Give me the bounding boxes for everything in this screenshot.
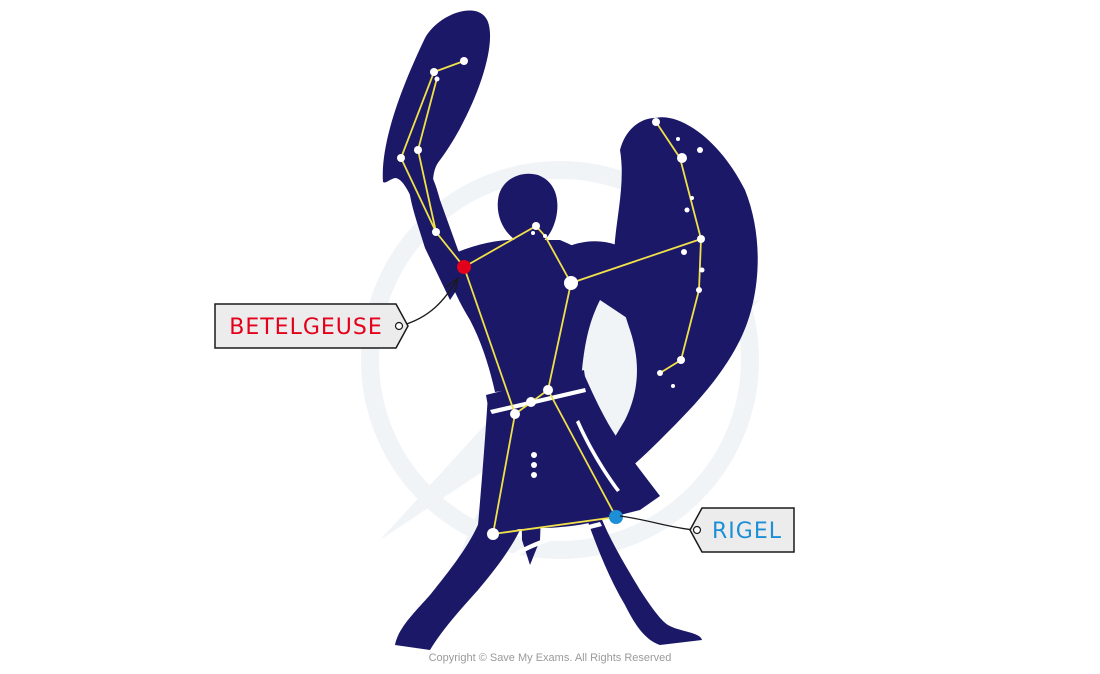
star <box>543 385 553 395</box>
star <box>697 147 703 153</box>
betelgeuse-label-tag: BETELGEUSE <box>214 303 409 349</box>
rigel-leader-line <box>619 515 696 531</box>
star <box>460 57 468 65</box>
star <box>434 76 440 82</box>
betelgeuse-label: BETELGEUSE <box>229 315 383 340</box>
star <box>564 276 578 290</box>
star <box>699 267 705 273</box>
star <box>432 228 440 236</box>
star <box>531 472 537 478</box>
star <box>681 249 687 255</box>
orion-silhouette <box>382 10 758 650</box>
star <box>532 222 540 230</box>
betelgeuse-star <box>457 260 471 274</box>
star <box>657 370 663 376</box>
star <box>487 528 499 540</box>
star <box>690 196 694 200</box>
star <box>677 356 685 364</box>
star <box>684 207 690 213</box>
star <box>696 287 702 293</box>
star <box>531 231 535 235</box>
star <box>676 137 680 141</box>
betelgeuse-arrow-icon <box>445 276 459 293</box>
star <box>397 154 405 162</box>
stars <box>397 57 705 540</box>
star <box>414 146 422 154</box>
star <box>671 384 675 388</box>
star <box>531 452 537 458</box>
star <box>652 118 660 126</box>
betelgeuse-leader-line <box>399 277 459 327</box>
star <box>526 397 536 407</box>
belt-highlights <box>490 388 620 563</box>
star <box>677 153 687 163</box>
rigel-label: RIGEL <box>712 519 782 544</box>
copyright-notice: Copyright © Save My Exams. All Rights Re… <box>428 652 672 664</box>
star <box>531 462 537 468</box>
rigel-star <box>609 510 623 524</box>
star <box>510 409 520 419</box>
star <box>430 68 438 76</box>
star <box>697 235 705 243</box>
star <box>543 234 547 238</box>
rigel-label-tag: RIGEL <box>689 507 795 553</box>
